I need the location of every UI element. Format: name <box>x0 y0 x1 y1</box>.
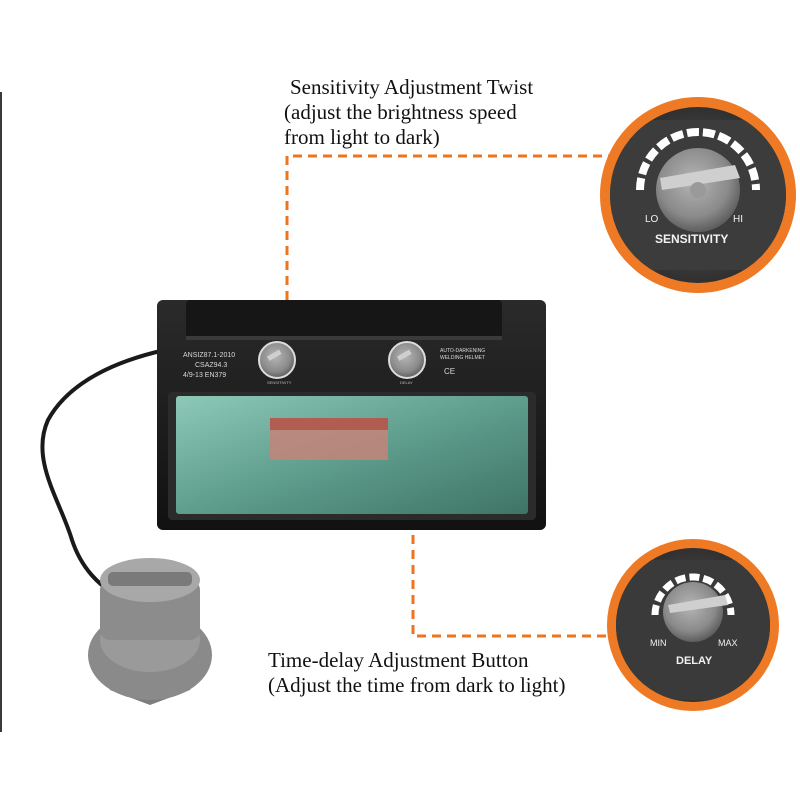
panel-marks: CE <box>444 367 455 376</box>
delay-caption-line2: (Adjust the time from dark to light) <box>268 673 566 697</box>
delay-caption-title: Time-delay Adjustment Button <box>268 648 529 672</box>
panel-brand-2: WELDING HELMET <box>440 355 485 361</box>
panel-standards-1: ANSIZ87.1-2010 <box>183 352 235 359</box>
sensitivity-callout: LO HI SENSITIVITY <box>600 97 796 293</box>
delay-caption: Time-delay Adjustment Button (Adjust the… <box>268 648 565 698</box>
delay-label: DELAY <box>676 655 713 667</box>
sensor-cable <box>40 348 166 597</box>
panel-knob-delay <box>388 341 426 379</box>
sensitivity-leader-line <box>285 154 610 345</box>
sensitivity-hi-label: HI <box>733 214 743 225</box>
sensitivity-caption-title: Sensitivity Adjustment Twist <box>290 75 534 99</box>
panel-knob-delay-label: DELAY <box>400 380 413 385</box>
panel-standards-3: 4/9-13 EN379 <box>183 372 226 379</box>
delay-min-label: MIN <box>650 638 667 648</box>
sensitivity-lo-label: LO <box>645 214 659 225</box>
panel-brand-1: AUTO-DARKENING <box>440 348 485 354</box>
delay-callout: MIN MAX DELAY <box>607 539 779 711</box>
delay-max-label: MAX <box>718 638 738 648</box>
panel-standards-2: CSAZ94.3 <box>195 362 227 369</box>
sensitivity-label: SENSITIVITY <box>655 232 728 246</box>
panel-top-ridge <box>186 300 502 340</box>
auto-darkening-filter: ANSIZ87.1-2010 CSAZ94.3 4/9-13 EN379 AUT… <box>157 300 546 530</box>
left-edge-bar <box>0 92 2 732</box>
sensitivity-caption-line2: (adjust the brightness speed <box>284 100 517 124</box>
external-gray-knob <box>88 558 212 705</box>
panel-knob-sensitivity-label: SENSITIVITY <box>267 380 292 385</box>
sensitivity-caption: Sensitivity Adjustment Twist (adjust the… <box>284 75 533 150</box>
panel-knob-sensitivity <box>258 341 296 379</box>
sensitivity-caption-line3: from light to dark) <box>284 125 440 149</box>
